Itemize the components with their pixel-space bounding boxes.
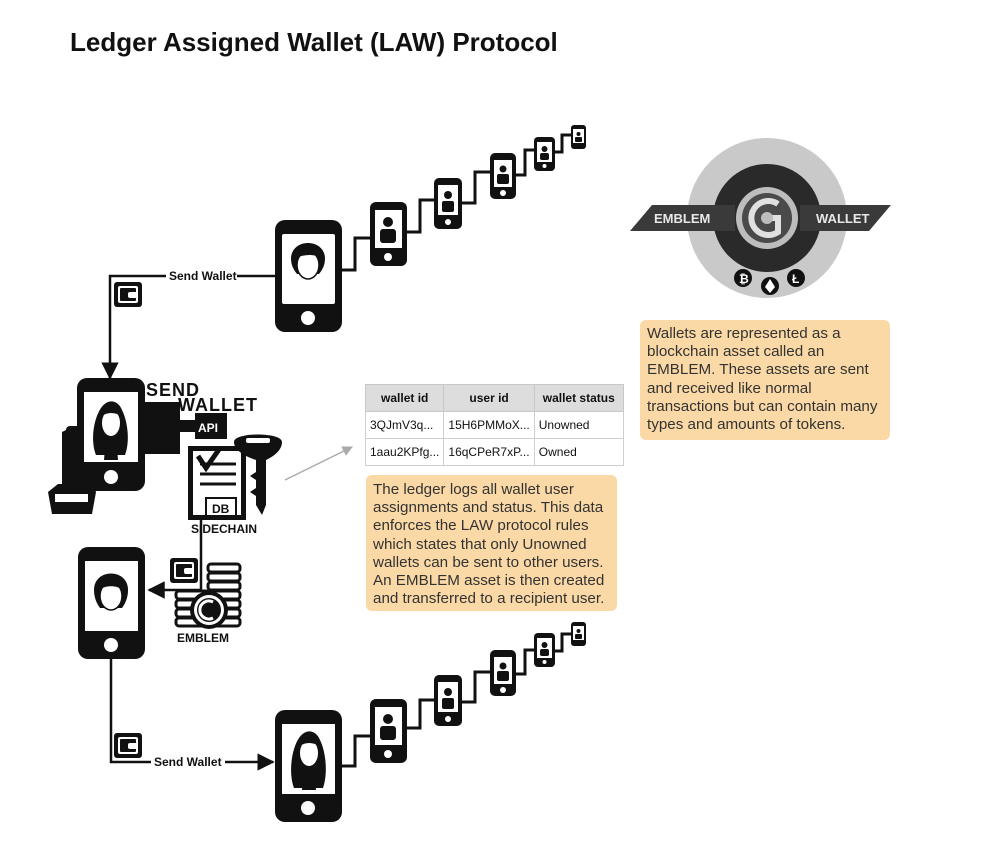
- wallet-icon: [170, 558, 198, 583]
- api-box: [195, 413, 227, 439]
- smartphone-icon: [78, 547, 145, 659]
- table-header-row: wallet id user id wallet status: [364, 384, 624, 412]
- smartphone-icon: [571, 125, 586, 149]
- svg-text:Ł: Ł: [792, 272, 799, 286]
- wallet-status-cell: Unowned: [533, 411, 624, 439]
- send-wallet-graphic-line1: SEND: [146, 380, 200, 400]
- page-title: Ledger Assigned Wallet (LAW) Protocol: [70, 27, 558, 57]
- smartphone-icon: [534, 137, 555, 171]
- database-document-icon: DB: [188, 446, 246, 520]
- sidechain-label: SIDECHAIN: [191, 522, 257, 536]
- litecoin-icon: Ł: [787, 269, 805, 287]
- emblem-badge-left-label: EMBLEM: [654, 211, 710, 226]
- wallet-icon: [114, 282, 142, 307]
- wallet-icon: [114, 733, 142, 758]
- user-id-cell: 15H6PMMoX...: [443, 411, 535, 439]
- smartphone-icon: [534, 633, 555, 667]
- smartphone-icon: [275, 710, 342, 822]
- wallet-status-cell: Owned: [533, 438, 624, 466]
- smartphone-icon: [490, 650, 516, 696]
- ledger-explanation-note: The ledger logs all wallet user assignme…: [366, 475, 617, 612]
- emblem-stack-label: EMBLEM: [177, 631, 229, 645]
- smartphone-icon: [370, 699, 407, 763]
- smartphone-icon: [490, 153, 516, 199]
- smartphone-icon: [370, 202, 407, 266]
- send-wallet-graphic-line2: WALLET: [178, 395, 258, 415]
- smartphone-icon: [77, 378, 145, 491]
- smartphone-icon: [275, 220, 342, 332]
- bitcoin-icon: ₿: [734, 269, 752, 287]
- table-row: 1aau2KPfg... 16qCPeR7xP... Owned: [364, 438, 624, 466]
- user-id-cell: 16qCPeR7xP...: [443, 438, 535, 466]
- table-row: 3QJmV3q... 15H6PMMoX... Unowned: [364, 411, 624, 439]
- emblem-explanation-note: Wallets are represented as a blockchain …: [640, 320, 890, 441]
- ledger-table: wallet id user id wallet status 3QJmV3q.…: [364, 384, 624, 466]
- wallet-id-cell: 1aau2KPfg...: [364, 438, 445, 466]
- emblem-badge-right-label: WALLET: [816, 211, 869, 226]
- send-wallet-bottom-connector: Send Wallet: [109, 659, 275, 771]
- ethereum-icon: [761, 277, 779, 295]
- key-icon: [234, 434, 282, 515]
- api-label: API: [198, 421, 218, 435]
- svg-text:₿: ₿: [739, 272, 749, 286]
- column-header-wallet-status: wallet status: [533, 384, 624, 412]
- send-wallet-api-hub: SEND WALLET API DB SIDECHAIN: [48, 378, 282, 590]
- column-header-wallet-id: wallet id: [364, 384, 445, 412]
- top-phone-chain: [275, 125, 586, 332]
- smartphone-icon: [571, 622, 586, 646]
- column-header-user-id: user id: [443, 384, 535, 412]
- ledger-pointer-arrow: [284, 446, 353, 481]
- emblem-coin-stack: EMBLEM: [147, 558, 242, 645]
- smartphone-icon: [434, 675, 462, 726]
- smartphone-icon: [434, 178, 462, 229]
- send-wallet-top-connector: Send Wallet: [101, 269, 275, 380]
- bottom-phone-chain: [275, 622, 586, 822]
- db-label: DB: [212, 502, 230, 516]
- send-wallet-top-label: Send Wallet: [169, 269, 237, 283]
- wallet-id-cell: 3QJmV3q...: [364, 411, 445, 439]
- emblem-wallet-badge: EMBLEM WALLET ₿ Ł: [630, 138, 891, 298]
- send-wallet-bottom-label: Send Wallet: [154, 755, 222, 769]
